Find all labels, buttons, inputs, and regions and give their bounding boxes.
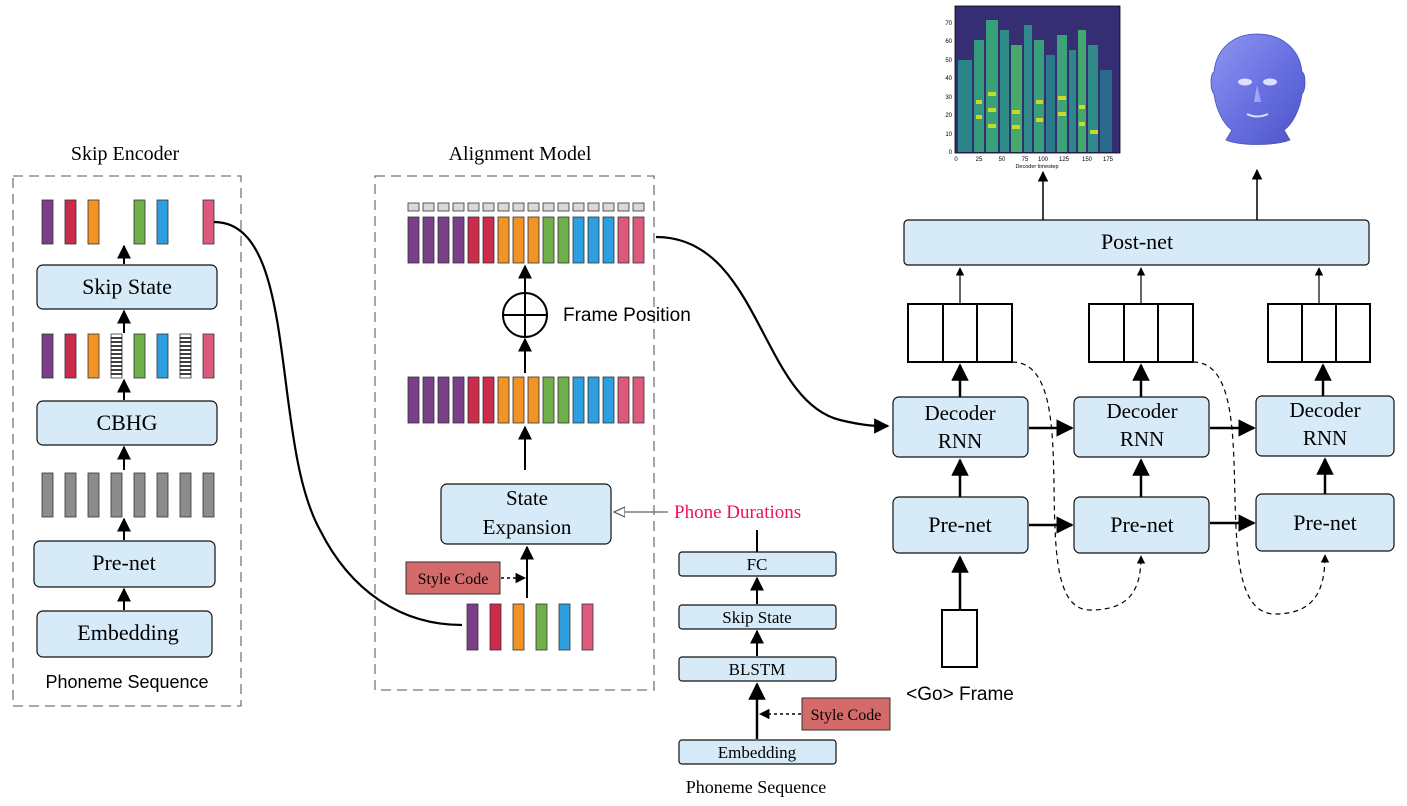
positioned-states: [407, 216, 645, 264]
alignment-model: Alignment Model: [374, 143, 691, 691]
duration-style-code-box: [801, 697, 891, 731]
spectrogram-xtick-25: 25: [976, 157, 983, 163]
spectrogram-ytick-10: 10: [945, 132, 952, 138]
skip-state-box: [36, 264, 218, 310]
embedding-box: [36, 610, 213, 658]
skipped-state: [179, 333, 192, 379]
duration-input-label: Phoneme Sequence: [686, 777, 826, 797]
decoder-rnn-2-line1: Decoder: [1106, 399, 1177, 423]
cbhg-label: CBHG: [96, 410, 157, 435]
spectrogram-ytick-40: 40: [945, 76, 952, 82]
frame-position-add-icon: [502, 292, 548, 338]
skip-encoder-frame: [12, 175, 242, 707]
duration-skip-state-box: [678, 604, 837, 630]
expanded-states: [407, 376, 645, 424]
state-expansion-label-line1: State: [506, 486, 548, 510]
postnet-box: [903, 219, 1370, 266]
decoder-rnn-box-1: [892, 396, 1029, 458]
postnet-label: Post-net: [1101, 229, 1173, 254]
go-frame-label: <Go> Frame: [906, 684, 1014, 705]
decoder-rnn-3-line2: RNN: [1303, 426, 1347, 450]
skip-encoder-title: Skip Encoder: [71, 143, 180, 165]
duration-skip-state-label: Skip State: [722, 608, 791, 627]
duration-style-code-label: Style Code: [811, 707, 882, 724]
decoder-output-frames-2: [1088, 303, 1194, 363]
skip-state-label: Skip State: [82, 274, 172, 299]
alignment-to-decoder-curve: [655, 235, 890, 434]
blstm-label: BLSTM: [729, 660, 786, 679]
decoder-prenet-1-label: Pre-net: [928, 512, 992, 537]
position-tokens: [407, 202, 645, 212]
skip-encoder: Skip Encoder Skip State: [12, 143, 242, 707]
spectrogram-xlabel: Decoder timestep: [1015, 164, 1058, 170]
blstm-box: [678, 656, 837, 682]
decoder-prenet-2-label: Pre-net: [1110, 512, 1174, 537]
decoder-rnn-3-line1: Decoder: [1289, 398, 1360, 422]
decoder-output-frames-1: [907, 303, 1013, 363]
spectrogram-ytick-60: 60: [945, 39, 952, 45]
spectrogram-ytick-30: 30: [945, 95, 952, 101]
spectrogram-xtick-50: 50: [999, 157, 1006, 163]
spectrogram-ytick-70: 70: [945, 21, 952, 27]
prenet-output-states: [41, 472, 215, 518]
state-expansion-label-line2: Expansion: [483, 515, 572, 539]
spectrogram-xtick-150: 150: [1082, 157, 1093, 163]
duration-embedding-box: [678, 739, 837, 765]
embedding-label: Embedding: [77, 620, 178, 645]
feedback-loop-2: [1192, 361, 1330, 615]
decoder: Post-net Decoder RNN: [892, 168, 1395, 705]
decoder-prenet-box-1: [892, 496, 1029, 554]
decoder-rnn-1-line1: Decoder: [924, 401, 995, 425]
phone-durations-label: Phone Durations: [674, 502, 801, 523]
spectrogram-ytick-50: 50: [945, 58, 952, 64]
spectrogram-xtick-0: 0: [954, 157, 958, 163]
prenet-box: [33, 540, 216, 588]
go-frame-box: [941, 609, 978, 668]
fc-box: [678, 551, 837, 577]
decoder-prenet-box-3: [1255, 493, 1395, 552]
decoder-rnn-box-3: [1255, 395, 1395, 457]
fc-label: FC: [747, 555, 768, 574]
frame-position-label: Frame Position: [563, 305, 691, 326]
duration-model: Phone Durations FC Skip State BLSTM Styl…: [614, 502, 891, 797]
face-mesh-image: [1210, 33, 1306, 145]
decoder-rnn-2-line2: RNN: [1120, 427, 1164, 451]
skip-encoder-output-states: [41, 199, 215, 245]
prenet-label: Pre-net: [92, 550, 156, 575]
cbhg-box: [36, 400, 218, 446]
decoder-rnn-1-line2: RNN: [938, 429, 982, 453]
style-code-label: Style Code: [418, 571, 489, 588]
spectrogram-xtick-175: 175: [1103, 157, 1114, 163]
alignment-model-title: Alignment Model: [449, 143, 592, 165]
feedback-loop-1: [1011, 361, 1146, 611]
skip-encoder-input-label: Phoneme Sequence: [45, 672, 208, 692]
skipped-state: [110, 333, 123, 379]
style-code-box: [405, 561, 501, 595]
decoder-prenet-3-label: Pre-net: [1293, 510, 1357, 535]
duration-embedding-label: Embedding: [718, 743, 797, 762]
spectrogram-xtick-125: 125: [1059, 157, 1070, 163]
spectrogram-ytick-0: 0: [949, 150, 953, 156]
cbhg-output-states: [41, 333, 215, 379]
state-expansion-box: [440, 483, 612, 545]
decoder-output-frames-3: [1267, 303, 1371, 363]
decoder-rnn-box-2: [1073, 396, 1210, 458]
skip-encoder-to-alignment-curve: [213, 220, 463, 627]
alignment-model-frame: [374, 175, 655, 691]
decoder-prenet-box-2: [1073, 496, 1210, 554]
spectrogram-xtick-75: 75: [1022, 157, 1029, 163]
spectrogram-ytick-20: 20: [945, 113, 952, 119]
phoneme-states: [466, 603, 594, 651]
spectrogram-xtick-100: 100: [1038, 157, 1049, 163]
mel-spectrogram: 0 10 20 30 40 50 60 70 0 25 50 75 100 12…: [945, 5, 1121, 170]
